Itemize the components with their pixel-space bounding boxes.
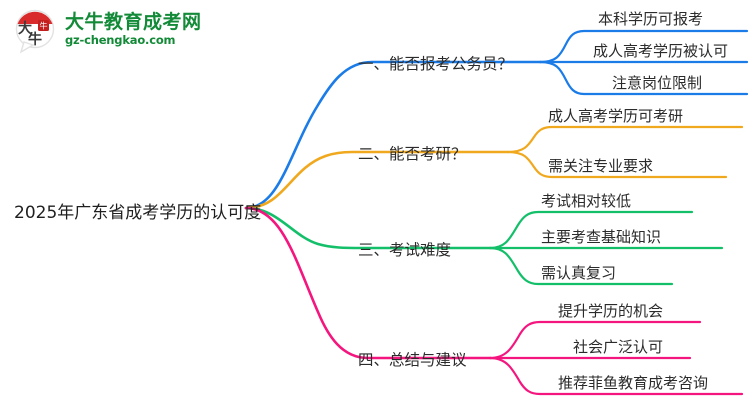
branch-node-3-label[interactable]: 三、考试难度 — [358, 241, 452, 259]
connector-branch-3-leaf-3 — [488, 246, 674, 286]
connector-branch-2-leaf-2 — [506, 150, 728, 179]
connector-branch-2-leaf-1 — [506, 125, 744, 154]
logo-text: 大牛教育成考网 gz-chengkao.com — [65, 13, 202, 47]
leaf-node-3-1-label[interactable]: 考试相对较低 — [541, 192, 632, 210]
connector-root-to-branch-4 — [244, 206, 492, 360]
logo-domain: gz-chengkao.com — [65, 33, 176, 48]
root-node-label[interactable]: 2025年广东省成考学历的认可度 — [14, 203, 262, 223]
connector-root-to-branch-2 — [244, 150, 510, 210]
connector-root-to-branch-3 — [244, 206, 492, 250]
leaf-node-1-2-label[interactable]: 成人高考学历被认可 — [593, 42, 729, 60]
logo-mark-icon — [12, 8, 58, 52]
leaf-node-3-3-label[interactable]: 需认真复习 — [541, 264, 617, 282]
connector-branch-4-leaf-3 — [488, 356, 744, 396]
branch-node-2-label[interactable]: 二、能否考研？ — [358, 145, 467, 163]
leaf-node-4-3-label[interactable]: 推荐菲鱼教育成考咨询 — [558, 374, 709, 392]
branch-node-4-label[interactable]: 四、总结与建议 — [358, 351, 467, 369]
logo-site-name: 大牛教育成考网 — [65, 11, 202, 34]
leaf-node-2-2-label[interactable]: 需关注专业要求 — [548, 157, 654, 175]
leaf-node-3-2-label[interactable]: 主要考查基础知识 — [541, 228, 662, 246]
logo-mark-art: 牛 大 牛 — [15, 9, 55, 54]
svg-text:大: 大 — [18, 20, 32, 37]
connector-root-to-branch-1 — [244, 60, 542, 210]
leaf-node-4-1-label[interactable]: 提升学历的机会 — [558, 302, 664, 320]
connector-branch-3-leaf-1 — [488, 210, 694, 250]
leaf-node-4-2-label[interactable]: 社会广泛认可 — [573, 338, 664, 356]
svg-text:牛: 牛 — [40, 21, 48, 31]
site-logo[interactable]: 大牛教育成考网 gz-chengkao.com — [12, 8, 202, 52]
leaf-node-1-3-label[interactable]: 注意岗位限制 — [612, 74, 703, 92]
branch-node-1-label[interactable]: 一、能否报考公务员？ — [358, 55, 514, 73]
connector-branch-1-leaf-1 — [538, 29, 749, 64]
leaf-node-1-1-label[interactable]: 本科学历可报考 — [598, 10, 704, 28]
leaf-node-2-1-label[interactable]: 成人高考学历可考研 — [548, 107, 684, 125]
svg-text:牛: 牛 — [28, 31, 42, 48]
connector-branch-1-leaf-3 — [538, 60, 749, 96]
connector-branch-4-leaf-1 — [488, 320, 702, 360]
